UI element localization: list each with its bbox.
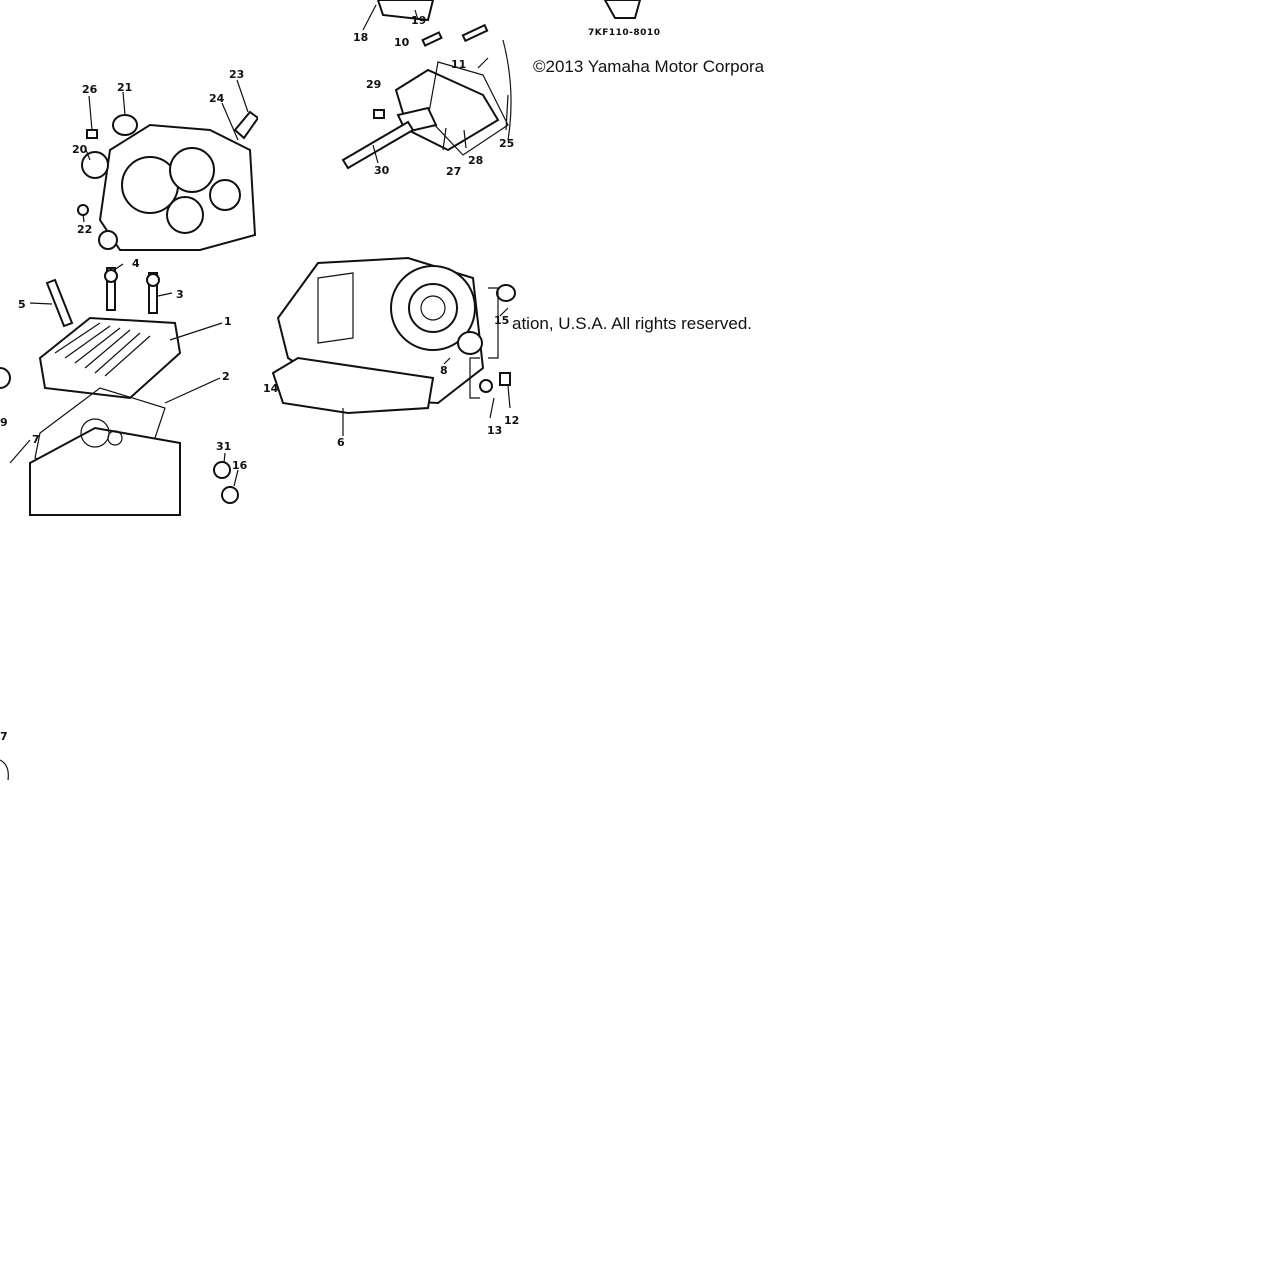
callout-19: 19 bbox=[411, 14, 426, 27]
callout-24: 24 bbox=[209, 92, 225, 105]
callout-23: 23 bbox=[229, 68, 244, 81]
callout-2: 2 bbox=[222, 370, 230, 383]
callout-12: 12 bbox=[504, 414, 519, 427]
callout-22: 22 bbox=[77, 223, 92, 236]
callout-7b: 7 bbox=[0, 730, 8, 743]
callout-13: 13 bbox=[487, 424, 502, 437]
callout-3: 3 bbox=[176, 288, 184, 301]
fwd-marker-drawing: 7KF110-8010 bbox=[588, 0, 660, 38]
callout-28: 28 bbox=[468, 154, 483, 167]
copyright-line-b: ation, U.S.A. All rights reserved. bbox=[512, 314, 752, 333]
callout-8: 8 bbox=[440, 364, 448, 377]
callout-14: 14 bbox=[263, 382, 279, 395]
callout-1: 1 bbox=[224, 315, 232, 328]
cylinder-head-drawing: 4 3 5 1 2 9 7 31 16 bbox=[0, 257, 248, 516]
callout-11: 11 bbox=[451, 58, 466, 71]
diagram-tile-cylinder-head: 4 3 5 1 2 9 7 31 16 bbox=[0, 257, 258, 516]
callout-15: 15 bbox=[494, 314, 509, 327]
diagram-tile-label: 7KF110-8010 ©2013 Yamaha Motor Corpora bbox=[515, 0, 772, 130]
callout-31: 31 bbox=[216, 440, 231, 453]
callout-26: 26 bbox=[82, 83, 98, 96]
callout-10: 10 bbox=[394, 36, 410, 49]
copyright-line-a: ©2013 Yamaha Motor Corpora bbox=[533, 57, 765, 76]
callout-20: 20 bbox=[72, 143, 88, 156]
callout-27: 27 bbox=[446, 165, 461, 178]
breather-cover-drawing: 18 19 10 11 29 30 27 28 25 bbox=[341, 0, 514, 178]
callout-4: 4 bbox=[132, 257, 140, 270]
crankcase-drawing: 14 6 8 15 13 12 bbox=[263, 256, 519, 449]
callout-21: 21 bbox=[117, 81, 132, 94]
edge-fragment-drawing: 7 bbox=[0, 730, 9, 781]
diagram-tile-crankcase: 14 6 8 15 13 12 bbox=[258, 256, 519, 515]
diagram-tile-edge-fragment: 7 bbox=[0, 720, 40, 781]
callout-30: 30 bbox=[374, 164, 390, 177]
drawing-code: 7KF110-8010 bbox=[588, 28, 660, 38]
callout-25: 25 bbox=[499, 137, 514, 150]
diagram-tile-crankcase-cover: 26 21 23 24 20 22 bbox=[0, 0, 260, 258]
callout-18: 18 bbox=[353, 31, 368, 44]
callout-7: 7 bbox=[32, 433, 40, 446]
callout-5: 5 bbox=[18, 298, 26, 311]
diagram-tile-breather-cover: 18 19 10 11 29 30 27 28 25 bbox=[258, 0, 515, 258]
crankcase-cover-drawing: 26 21 23 24 20 22 bbox=[72, 68, 260, 251]
callout-9: 9 bbox=[0, 416, 8, 429]
callout-29: 29 bbox=[366, 78, 381, 91]
callout-6: 6 bbox=[337, 436, 345, 449]
callout-16: 16 bbox=[232, 459, 248, 472]
